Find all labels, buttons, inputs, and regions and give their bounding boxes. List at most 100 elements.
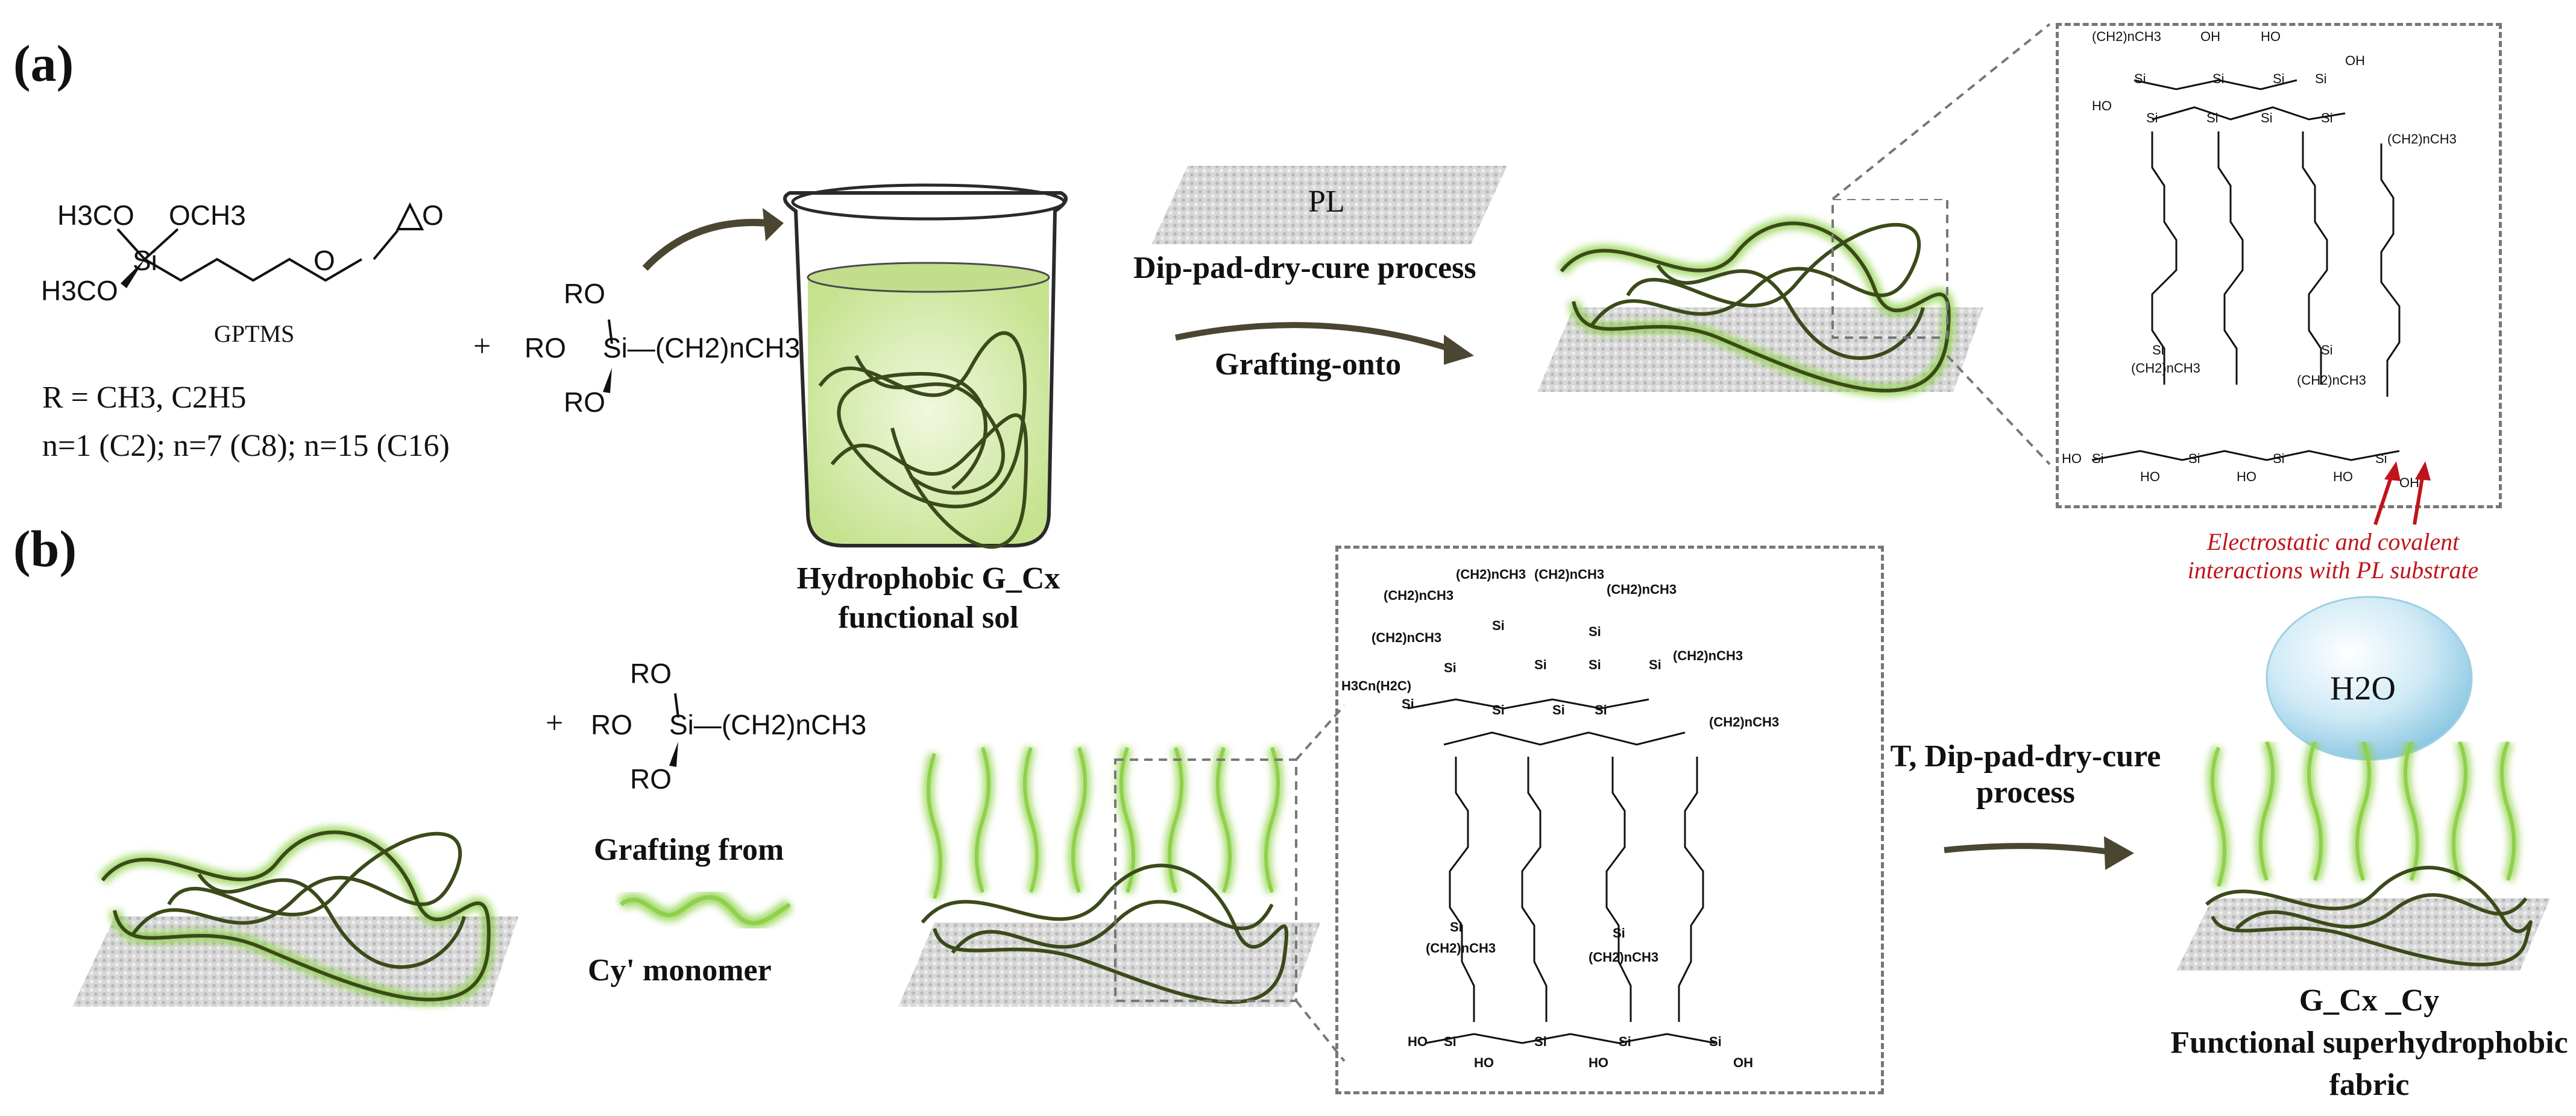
- svg-text:Si: Si: [1709, 1034, 1722, 1049]
- svg-text:(CH2)nCH3: (CH2)nCH3: [1709, 714, 1779, 730]
- superhydrophobic-fabric: [2176, 742, 2550, 971]
- svg-text:(CH2)nCH3: (CH2)nCH3: [2387, 131, 2457, 147]
- svg-text:HO: HO: [1474, 1055, 1494, 1070]
- arrow-into-beaker: [642, 208, 784, 271]
- beaker: [783, 183, 1068, 549]
- svg-text:Si: Si: [2321, 342, 2333, 358]
- svg-text:(CH2)nCH3: (CH2)nCH3: [1456, 567, 1526, 582]
- siloxane-network-b: (CH2)nCH3(CH2)nCH3 (CH2)nCH3(CH2)nCH3 (C…: [1341, 567, 1779, 1070]
- silane-b-chain: Si—(CH2)nCH3: [669, 709, 867, 740]
- svg-text:Si: Si: [2092, 451, 2104, 466]
- svg-text:HO: HO: [2140, 469, 2160, 484]
- brush-fabric-b: [898, 746, 1320, 1007]
- svg-text:Si: Si: [1444, 660, 1456, 675]
- svg-text:Si: Si: [1589, 657, 1601, 672]
- svg-text:Si: Si: [2206, 110, 2219, 125]
- svg-text:(CH2)nCH3: (CH2)nCH3: [2092, 29, 2161, 44]
- silane-bonds: [603, 319, 613, 393]
- silicon-atom: Si: [133, 245, 157, 276]
- svg-text:Si: Si: [2315, 71, 2327, 86]
- annotation-arrows: [2373, 461, 2431, 525]
- svg-text:OH: OH: [2200, 29, 2220, 44]
- plus-sign-b: +: [546, 706, 564, 740]
- water-label: H2O: [2330, 670, 2396, 707]
- svg-text:OH: OH: [2399, 475, 2419, 490]
- svg-text:Si: Si: [2273, 451, 2285, 466]
- svg-text:Si: Si: [1492, 618, 1505, 633]
- epoxide-oxygen: O: [422, 200, 444, 231]
- ether-oxygen: O: [313, 245, 335, 276]
- svg-text:HO: HO: [2237, 469, 2256, 484]
- svg-text:Si: Si: [1492, 702, 1505, 717]
- arrow-grafting-onto: [1174, 322, 1474, 365]
- svg-text:Si: Si: [1534, 657, 1547, 672]
- grafting-onto-label: Grafting-onto: [1215, 347, 1402, 382]
- svg-text:(CH2)nCH3: (CH2)nCH3: [2297, 373, 2366, 388]
- svg-text:HO: HO: [2062, 451, 2082, 466]
- gptms-structure: [116, 202, 424, 288]
- process-label-a: Dip-pad-dry-cure process: [1133, 251, 1476, 285]
- svg-text:Si: Si: [1619, 1034, 1631, 1049]
- methoxy-top-left: H3CO: [57, 200, 134, 231]
- svg-text:HO: HO: [2261, 29, 2281, 44]
- svg-text:Si: Si: [1444, 1034, 1456, 1049]
- panel-label-b: (b): [13, 520, 77, 578]
- process-label-b1: T, Dip-pad-dry-cure: [1890, 739, 2161, 774]
- silane-chain: Si—(CH2)nCH3: [603, 332, 801, 364]
- coated-fabric-b-start: [72, 826, 518, 1007]
- zoom-box-a: [2056, 23, 2502, 508]
- svg-text:Si: Si: [1402, 696, 1414, 711]
- svg-text:Si: Si: [2321, 110, 2333, 125]
- svg-text:HO: HO: [1408, 1034, 1428, 1049]
- silane-ro-left: RO: [524, 332, 566, 364]
- pl-label: PL: [1308, 184, 1345, 219]
- svg-text:Si: Si: [1589, 624, 1601, 639]
- panel-label-a: (a): [13, 34, 74, 92]
- monomer-label: Cy' monomer: [588, 953, 772, 988]
- silane-bonds-b: [669, 693, 679, 767]
- svg-text:Si: Si: [1552, 702, 1565, 717]
- svg-text:Si: Si: [1534, 1034, 1547, 1049]
- svg-text:Si: Si: [1613, 925, 1625, 941]
- svg-text:(CH2)nCH3: (CH2)nCH3: [1589, 950, 1658, 965]
- plus-sign-a: +: [473, 329, 491, 364]
- svg-text:H3Cn(H2C): H3Cn(H2C): [1341, 678, 1411, 693]
- svg-text:Si: Si: [2146, 110, 2158, 125]
- zoom-box-b: [1335, 546, 1884, 1094]
- svg-text:Si: Si: [1595, 702, 1607, 717]
- r-definition: R = CH3, C2H5: [42, 380, 247, 415]
- svg-text:(CH2)nCH3: (CH2)nCH3: [1426, 941, 1496, 956]
- arrow-grafting-from: [1944, 836, 2134, 870]
- sol-label-line2: functional sol: [838, 601, 1019, 635]
- coated-fabric-a: [1537, 199, 1983, 397]
- svg-text:HO: HO: [2092, 98, 2112, 113]
- svg-text:Si: Si: [2134, 71, 2146, 86]
- annotation-line2: interactions with PL substrate: [2187, 556, 2479, 584]
- svg-text:(CH2)nCH3: (CH2)nCH3: [2131, 361, 2200, 376]
- annotation-line1: Electrostatic and covalent: [2206, 528, 2460, 555]
- sol-label-line1: Hydrophobic G_Cx: [796, 561, 1060, 596]
- n-definition: n=1 (C2); n=7 (C8); n=15 (C16): [42, 429, 450, 463]
- pl-fabric-swatch: [1151, 166, 1507, 244]
- svg-text:Si: Si: [1450, 919, 1463, 935]
- product-label-line2: Functional superhydrophobic: [2170, 1026, 2568, 1060]
- silane-b-ro-bottom: RO: [630, 763, 672, 795]
- gptms-name: GPTMS: [214, 320, 295, 347]
- product-label-line1: G_Cx _Cy: [2299, 983, 2440, 1018]
- svg-text:Si: Si: [2188, 451, 2200, 466]
- methoxy-bottom: H3CO: [41, 275, 118, 306]
- svg-text:Si: Si: [2375, 451, 2387, 466]
- svg-text:Si: Si: [2212, 71, 2225, 86]
- silane-ro-bottom: RO: [564, 386, 605, 418]
- svg-text:(CH2)nCH3: (CH2)nCH3: [1673, 648, 1743, 663]
- monomer-squiggle: [617, 891, 794, 930]
- svg-text:(CH2)nCH3: (CH2)nCH3: [1534, 567, 1604, 582]
- silane-b-ro-top: RO: [630, 658, 672, 689]
- process-label-b2: process: [1976, 775, 2075, 810]
- svg-text:OH: OH: [1733, 1055, 1753, 1070]
- methoxy-top-right: OCH3: [169, 200, 246, 231]
- svg-text:(CH2)nCH3: (CH2)nCH3: [1607, 582, 1677, 597]
- svg-text:OH: OH: [2345, 53, 2365, 68]
